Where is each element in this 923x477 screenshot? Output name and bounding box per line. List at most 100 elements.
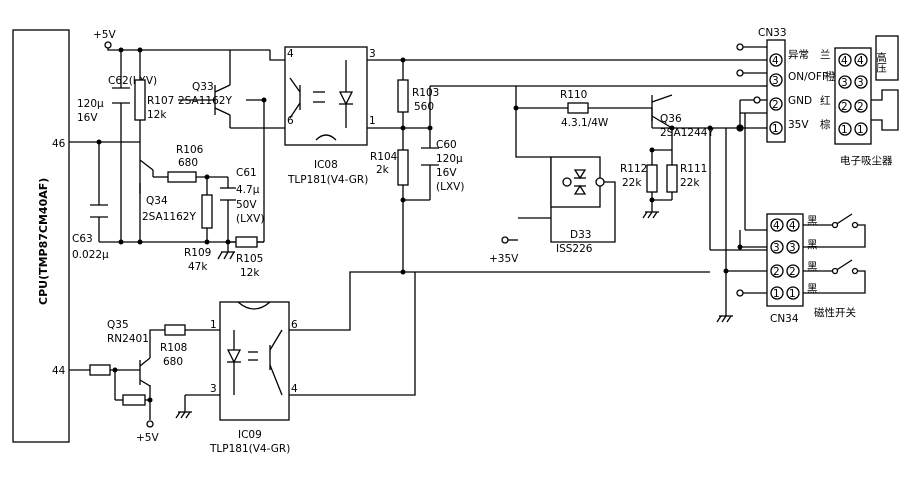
- r105-val: 12k: [240, 267, 260, 279]
- r105-ref: R105: [236, 253, 263, 265]
- r105: R105 12k: [235, 236, 263, 279]
- cn33-jack-pin-2b: 2: [857, 101, 864, 113]
- cn33-label-3: ON/OFF: [788, 71, 828, 83]
- c63: C63 0.022μ: [72, 204, 109, 261]
- cpu-pin-46: 46: [52, 138, 66, 150]
- r112-val: 22k: [622, 177, 642, 189]
- cn34-pin-3b: 3: [789, 242, 796, 254]
- r109-ref: R109: [184, 247, 211, 259]
- r103-ref: R103: [412, 87, 439, 99]
- v35-terminal: +35V: [489, 236, 519, 265]
- cn34-ref: CN34: [770, 313, 799, 325]
- d33-ref: D33: [570, 229, 591, 241]
- d33-part: ISS226: [556, 243, 593, 255]
- r109-val: 47k: [188, 261, 208, 273]
- r104-val: 2k: [376, 164, 390, 176]
- c60-ref: C60: [436, 139, 457, 151]
- cn33-hv: 高压: [875, 51, 887, 74]
- cn34-pin-4b: 4: [789, 220, 796, 232]
- c61-ref: C61: [236, 167, 257, 179]
- c61-type: (LXV): [236, 213, 264, 225]
- cn33-color-2: 红: [820, 94, 831, 107]
- q35: Q35 RN2401: [107, 319, 151, 406]
- ic09-pin1: 1: [210, 319, 217, 331]
- cn33-pin-3: 3: [772, 75, 779, 87]
- cn34-color-1: 黑: [807, 283, 818, 295]
- ic09-pin3: 3: [210, 383, 217, 395]
- ic09: 1 6 3 4 IC09 TLP181(V4-GR): [209, 301, 298, 455]
- cn34-color-3: 黑: [807, 239, 818, 251]
- r112-ref: R112: [620, 163, 647, 175]
- c63-val: 0.022μ: [72, 249, 109, 261]
- c61-volt: 50V: [236, 199, 257, 211]
- v5-top: +5V: [93, 29, 116, 49]
- ground-r112: [642, 211, 659, 219]
- q35-part: RN2401: [107, 333, 149, 345]
- c60: C60 120μ 16V (LXV): [421, 139, 464, 193]
- cn33: 4 3 2 1 CN33 异常 ON/OFF GND 35V 兰 橙 红 棕: [758, 27, 836, 143]
- cn33-jack-pin-1a: 1: [841, 124, 848, 136]
- q33-ref: Q33: [192, 81, 214, 93]
- cn34-color-2: 黑: [807, 261, 818, 273]
- cn33-color-1: 棕: [820, 118, 831, 131]
- q36: Q36 2SA1244Y: [651, 94, 714, 139]
- cn34-wires: [716, 213, 866, 323]
- ic08-pin3: 3: [369, 48, 376, 60]
- r109: R109 47k: [184, 194, 213, 273]
- r-input: [89, 364, 111, 376]
- cn33-pin-2: 2: [772, 99, 779, 111]
- cpu-label: CPU(TMP87CM40AF): [37, 178, 50, 305]
- cn33-color-3: 橙: [825, 70, 836, 83]
- ic08-pin4: 4: [287, 48, 294, 60]
- q33: Q33 2SA1162Y: [178, 81, 232, 116]
- r107-ref: R107: [147, 95, 174, 107]
- c60-val: 120μ: [436, 153, 463, 165]
- cn34-color-4: 黑: [807, 215, 818, 227]
- cn34-pin-1a: 1: [773, 288, 780, 300]
- cpu-pin-44: 44: [52, 365, 66, 377]
- cn33-pin-4: 4: [772, 55, 779, 67]
- c60-volt: 16V: [436, 167, 457, 179]
- ic09-pin6: 6: [291, 319, 298, 331]
- r106-ref: R106: [176, 144, 204, 156]
- r104-ref: R104: [370, 151, 398, 163]
- r111: R111 22k: [666, 163, 707, 193]
- q36-part: 2SA1244Y: [660, 127, 714, 139]
- wires-ic08-right: [367, 59, 740, 272]
- cn33-label-2: GND: [788, 95, 812, 107]
- cn34-switch: 磁性开关: [814, 306, 856, 319]
- r108-ref: R108: [160, 342, 187, 354]
- d33: D33 ISS226: [550, 156, 605, 255]
- q36-ref: Q36: [660, 113, 682, 125]
- r106: R106 680: [167, 144, 204, 183]
- ic09-part: TLP181(V4-GR): [209, 443, 290, 455]
- r110-val: 4.3.1/4W: [561, 117, 609, 129]
- r108: R108 680: [160, 324, 187, 368]
- cn34-pin-2b: 2: [789, 266, 796, 278]
- cn33-wires: [725, 43, 767, 300]
- ground-ic09: [175, 411, 192, 419]
- r104: R104 2k: [370, 149, 409, 186]
- c61-val: 4.7μ: [236, 184, 260, 196]
- c61: C61 4.7μ 50V (LXV): [220, 167, 264, 225]
- cn33-jack-pin-3a: 3: [841, 77, 848, 89]
- r106-val: 680: [178, 157, 198, 169]
- cn34-pin-2a: 2: [773, 266, 780, 278]
- q35-ref: Q35: [107, 319, 129, 331]
- ic08: 4 6 3 1 IC08 TLP181(V4-GR): [284, 46, 376, 186]
- cn33-label-1: 35V: [788, 119, 809, 131]
- c60-type: (LXV): [436, 181, 464, 193]
- r108-val: 680: [163, 356, 183, 368]
- c63-ref: C63: [72, 233, 93, 245]
- ic08-pin6: 6: [287, 115, 294, 127]
- wires-middle: [429, 85, 770, 251]
- wires-lower: [69, 271, 710, 420]
- r107-val: 12k: [147, 109, 167, 121]
- v5-top-label: +5V: [93, 29, 116, 41]
- q34-part: 2SA1162Y: [142, 211, 196, 223]
- cn33-jack-pin-2a: 2: [841, 101, 848, 113]
- cn33-color-4: 兰: [820, 48, 831, 61]
- ground-c61: [217, 251, 235, 260]
- cn34: 4 4 3 3 2 2 1 1 CN34 黑 黑 黑 黑 磁性开关: [766, 213, 856, 325]
- ic08-ref: IC08: [314, 159, 338, 171]
